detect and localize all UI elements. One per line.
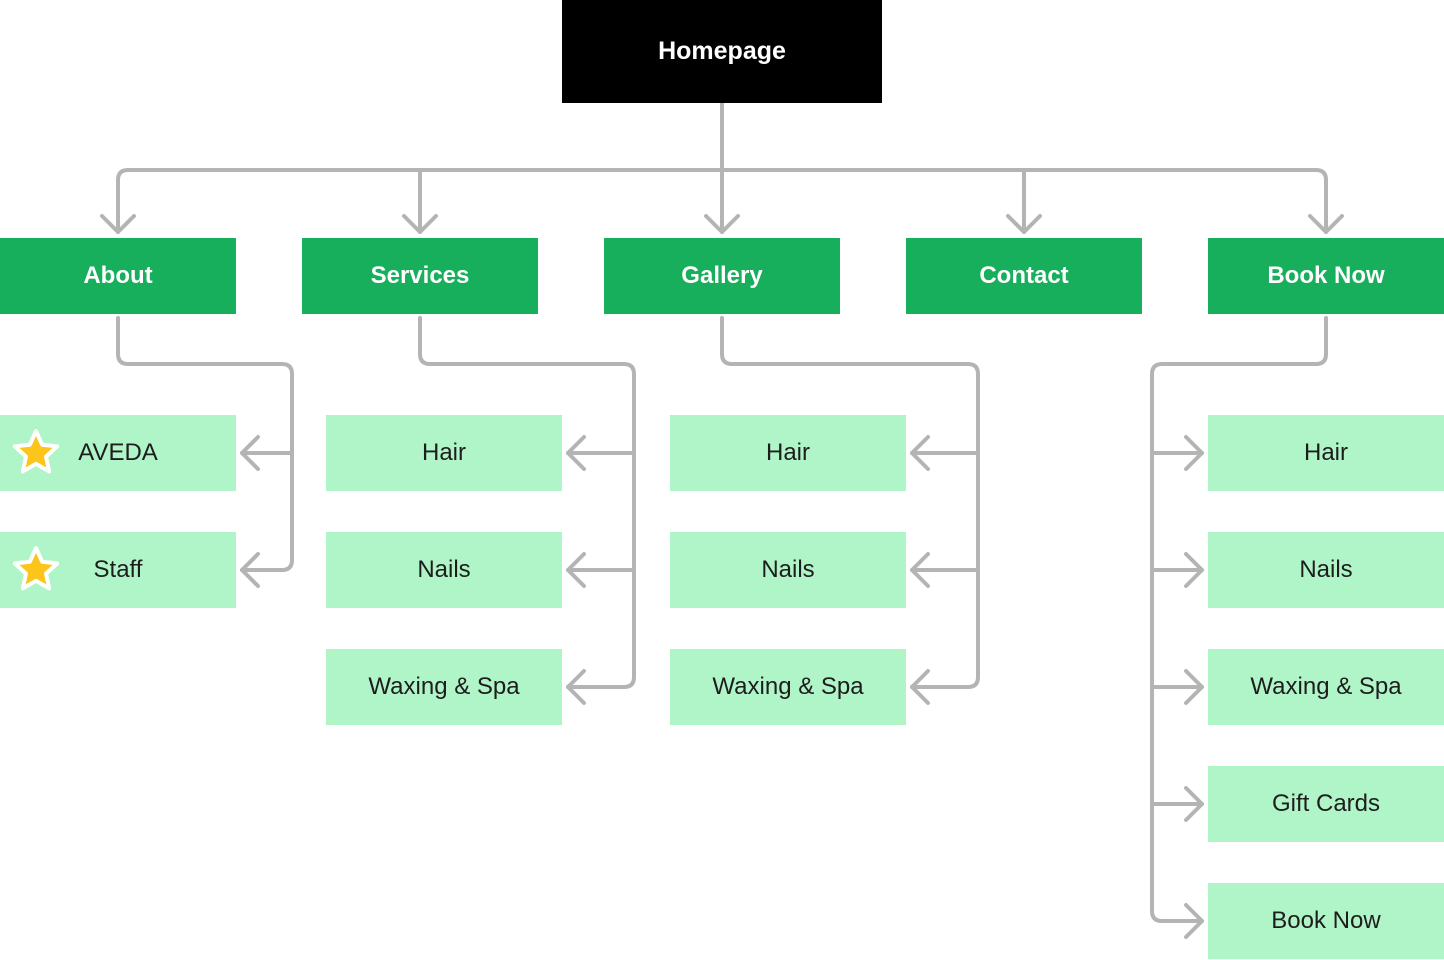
connector-book-now-tree bbox=[1150, 316, 1328, 923]
page-book-now-waxing-spa: Waxing & Spa bbox=[1208, 649, 1444, 725]
page-label: Hair bbox=[765, 439, 810, 466]
homepage-node: Homepage bbox=[562, 0, 882, 103]
page-book-now-book-now: Book Now bbox=[1208, 883, 1444, 959]
page-label: Nails bbox=[1299, 556, 1353, 583]
page-label: Waxing & Spa bbox=[368, 673, 520, 700]
page-label: AVEDA bbox=[78, 439, 158, 466]
connector-gallery-tree bbox=[720, 316, 980, 689]
section-contact: Contact bbox=[906, 238, 1142, 314]
connector-to-book-now bbox=[1314, 168, 1328, 234]
star-icon bbox=[12, 546, 60, 591]
section-services: Services bbox=[302, 238, 538, 314]
section-gallery: Gallery bbox=[604, 238, 840, 314]
star-icon bbox=[12, 429, 60, 474]
page-label: Gift Cards bbox=[1271, 790, 1381, 817]
page-label: Staff bbox=[93, 556, 143, 583]
page-label: Nails bbox=[761, 556, 815, 583]
page-gallery-waxing-spa: Waxing & Spa bbox=[670, 649, 906, 725]
page-label: Book Now bbox=[1271, 907, 1381, 934]
section-contact-label: Contact bbox=[979, 262, 1069, 289]
connector-services-tree bbox=[418, 316, 636, 689]
section-book-now-label: Book Now bbox=[1267, 262, 1385, 289]
connector-about-tree bbox=[116, 316, 294, 572]
page-label: Waxing & Spa bbox=[1250, 673, 1402, 700]
page-label: Waxing & Spa bbox=[712, 673, 864, 700]
page-label: Hair bbox=[421, 439, 466, 466]
page-services-waxing-spa: Waxing & Spa bbox=[326, 649, 562, 725]
page-about-aveda: AVEDA bbox=[0, 415, 236, 491]
page-gallery-hair: Hair bbox=[670, 415, 906, 491]
page-book-now-gift-cards: Gift Cards bbox=[1208, 766, 1444, 842]
section-arrowheads bbox=[100, 214, 1344, 234]
page-about-staff: Staff bbox=[0, 532, 236, 608]
page-book-now-nails: Nails bbox=[1208, 532, 1444, 608]
section-services-label: Services bbox=[370, 262, 470, 289]
connector-to-about bbox=[116, 168, 130, 234]
section-about-label: About bbox=[83, 262, 153, 289]
page-services-hair: Hair bbox=[326, 415, 562, 491]
page-services-nails: Nails bbox=[326, 532, 562, 608]
page-gallery-nails: Nails bbox=[670, 532, 906, 608]
page-label: Nails bbox=[417, 556, 471, 583]
page-book-now-hair: Hair bbox=[1208, 415, 1444, 491]
homepage-label: Homepage bbox=[658, 37, 786, 65]
section-book-now: Book Now bbox=[1208, 238, 1444, 314]
section-gallery-label: Gallery bbox=[681, 262, 763, 289]
page-label: Hair bbox=[1303, 439, 1348, 466]
section-about: About bbox=[0, 238, 236, 314]
